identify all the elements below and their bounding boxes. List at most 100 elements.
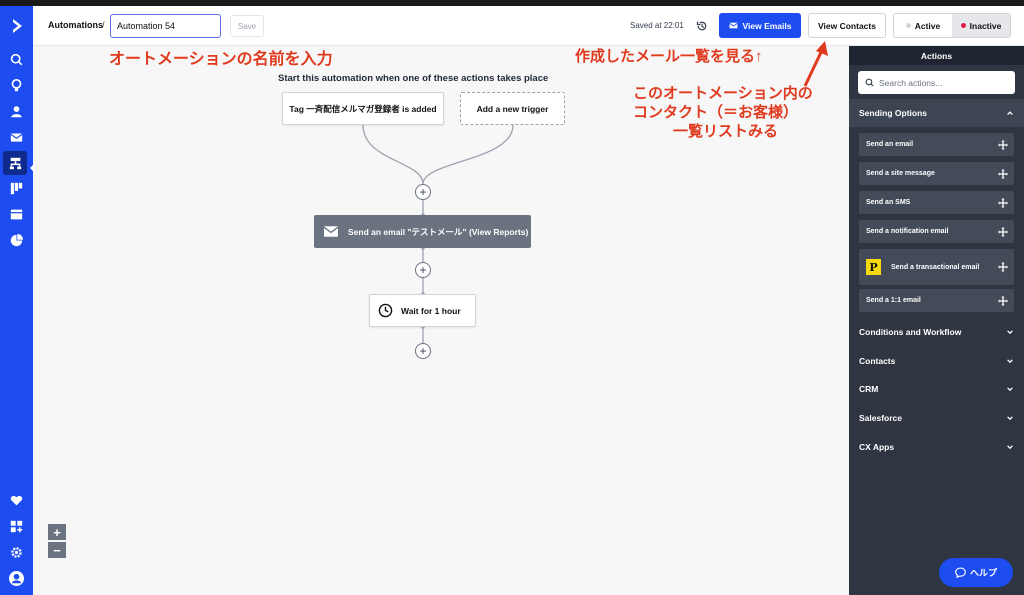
left-nav: [0, 6, 35, 595]
actions-panel-title: Actions: [849, 46, 1024, 65]
user-avatar-icon[interactable]: [0, 566, 33, 590]
action-label: Send a transactional email: [891, 263, 980, 271]
action-send-site-message[interactable]: Send a site message: [859, 162, 1014, 185]
heart-icon[interactable]: [0, 488, 33, 512]
section-label: CX Apps: [859, 442, 895, 452]
chevron-down-icon: [1007, 416, 1013, 421]
add-step-button[interactable]: +: [415, 262, 431, 278]
pipeline-icon[interactable]: [0, 176, 33, 200]
action-label: Send a site message: [866, 170, 935, 177]
action-send-sms[interactable]: Send an SMS: [859, 191, 1014, 214]
section-label: Conditions and Workflow: [859, 327, 962, 337]
automation-canvas[interactable]: Start this automation when one of these …: [33, 46, 849, 595]
help-label: ヘルプ: [969, 568, 997, 578]
section-label: CRM: [859, 384, 879, 394]
history-icon[interactable]: [696, 20, 708, 32]
action-label: Send an email: [866, 141, 914, 148]
add-trigger-button[interactable]: Add a new trigger: [460, 92, 565, 125]
envelope-icon: [324, 226, 338, 237]
clock-icon: [378, 303, 393, 318]
action-label-wrap: P Send a transactional email: [866, 259, 979, 275]
chevron-down-icon: [1007, 387, 1013, 392]
window-top-strip: [0, 0, 1024, 6]
status-toggle: Active Inactive: [893, 13, 1011, 38]
action-send-email[interactable]: Send an email: [859, 133, 1014, 156]
breadcrumb-automations[interactable]: Automations: [48, 20, 103, 30]
annotation-contacts-hint-line2: コンタクト（＝お客様）: [633, 104, 799, 121]
status-inactive-option[interactable]: Inactive: [952, 14, 1010, 37]
drag-move-icon[interactable]: [998, 139, 1008, 150]
save-button[interactable]: Save: [230, 15, 264, 37]
chevron-down-icon: [1007, 445, 1013, 450]
view-contacts-button[interactable]: View Contacts: [808, 13, 886, 38]
drag-move-icon[interactable]: [998, 197, 1008, 208]
section-conditions-workflow[interactable]: Conditions and Workflow: [849, 318, 1024, 346]
search-actions-input[interactable]: Search actions...: [858, 71, 1015, 94]
send-email-step-label: Send an email "テストメール" (View Reports): [348, 226, 529, 237]
drag-move-icon[interactable]: [998, 295, 1008, 306]
send-email-step[interactable]: Send an email "テストメール" (View Reports): [314, 215, 531, 248]
add-step-button[interactable]: +: [415, 184, 431, 200]
drag-move-icon[interactable]: [998, 168, 1008, 179]
help-button[interactable]: ヘルプ: [939, 558, 1013, 587]
search-actions-placeholder: Search actions...: [879, 77, 943, 88]
breadcrumb-separator: /: [102, 20, 105, 30]
chevron-down-icon: [1007, 359, 1013, 364]
zoom-in-button[interactable]: +: [48, 524, 66, 540]
top-header: Automations / Save Saved at 22:01 View E…: [33, 6, 1024, 46]
apps-grid-icon[interactable]: [0, 514, 33, 538]
chevron-up-icon: [1007, 111, 1013, 116]
section-crm[interactable]: CRM: [849, 375, 1024, 403]
annotation-name-hint: オートメーションの名前を入力: [109, 51, 333, 68]
annotation-contacts-hint-line1: このオートメーション内の: [633, 85, 813, 102]
status-active-option[interactable]: Active: [894, 14, 952, 37]
status-inactive-label: Inactive: [969, 20, 1002, 31]
section-cx-apps[interactable]: CX Apps: [849, 433, 1024, 461]
logo-chevron-icon[interactable]: [0, 14, 33, 38]
drag-move-icon[interactable]: [998, 262, 1008, 272]
section-sending-options[interactable]: Sending Options: [849, 99, 1024, 127]
contacts-icon[interactable]: [0, 99, 33, 123]
automation-name-input[interactable]: [110, 14, 221, 38]
postmark-logo-icon: P: [866, 259, 881, 275]
section-label: Sending Options: [859, 108, 927, 118]
status-dot: [905, 23, 911, 28]
action-label: Send a notification email: [866, 228, 949, 235]
saved-at-status: Saved at 22:01: [630, 21, 684, 30]
mail-small-icon: [728, 22, 738, 29]
search-icon[interactable]: [0, 47, 33, 71]
section-salesforce[interactable]: Salesforce: [849, 404, 1024, 432]
action-send-notification-email[interactable]: Send a notification email: [859, 220, 1014, 243]
annotation-emails-hint: 作成したメール一覧を見る↑: [575, 48, 763, 65]
status-active-label: Active: [914, 20, 941, 31]
section-label: Contacts: [859, 356, 896, 366]
automations-icon[interactable]: [3, 151, 27, 175]
actions-panel: Actions Search actions... Sending Option…: [849, 46, 1024, 595]
view-emails-label: View Emails: [742, 20, 792, 31]
start-trigger-title: Start this automation when one of these …: [278, 73, 549, 84]
chevron-down-icon: [1007, 330, 1013, 335]
website-icon[interactable]: [0, 202, 33, 226]
action-send-transactional-email[interactable]: P Send a transactional email: [859, 249, 1014, 285]
wait-step-label: Wait for 1 hour: [401, 305, 461, 316]
view-emails-button[interactable]: View Emails: [719, 13, 801, 38]
status-dot: [960, 23, 966, 28]
annotation-contacts-hint-line3: 一覧リストみる: [673, 123, 779, 140]
action-label: Send a 1:1 email: [866, 297, 921, 304]
zoom-out-button[interactable]: −: [48, 542, 66, 558]
mail-icon[interactable]: [0, 125, 33, 149]
active-nav-pointer: [30, 163, 35, 173]
lightbulb-icon[interactable]: [0, 73, 33, 97]
add-step-button[interactable]: +: [415, 343, 431, 359]
section-label: Salesforce: [859, 413, 902, 423]
section-contacts[interactable]: Contacts: [849, 347, 1024, 375]
wait-step[interactable]: Wait for 1 hour: [369, 294, 476, 327]
settings-gear-icon[interactable]: [0, 540, 33, 564]
trigger-card[interactable]: Tag 一斉配信メルマガ登録者 is added: [282, 92, 444, 125]
drag-move-icon[interactable]: [998, 226, 1008, 237]
chat-bubble-icon: [955, 567, 966, 578]
reports-pie-icon[interactable]: [0, 228, 33, 252]
action-send-one-to-one-email[interactable]: Send a 1:1 email: [859, 289, 1014, 312]
action-label: Send an SMS: [866, 199, 911, 206]
annotation-arrow: [803, 41, 828, 87]
